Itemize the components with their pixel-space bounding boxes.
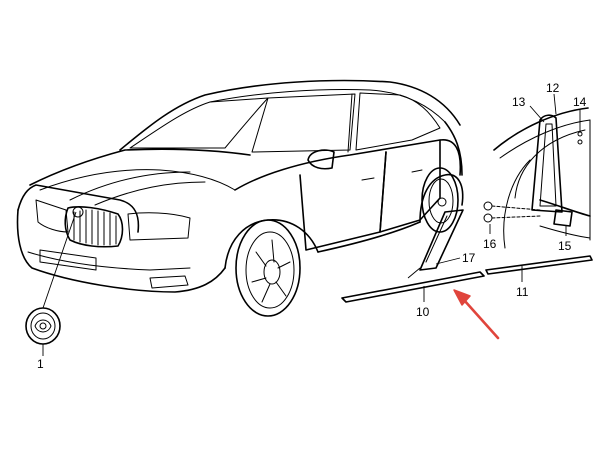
part-label-13: 13 <box>512 95 526 109</box>
car-drawing <box>16 79 464 317</box>
part-label-12: 12 <box>546 81 560 95</box>
part-label-10: 10 <box>416 305 430 319</box>
rear-pillar-inset <box>483 93 591 249</box>
part-label-15: 15 <box>558 239 572 253</box>
emblem-part <box>25 211 77 356</box>
part-label-16: 16 <box>483 237 497 251</box>
part-label-1: 1 <box>37 357 44 371</box>
pointer-arrow <box>453 289 500 340</box>
part-label-11: 11 <box>516 285 529 299</box>
sill-trim-parts <box>341 209 593 303</box>
part-label-17: 17 <box>462 251 476 265</box>
part-label-14: 14 <box>573 95 587 109</box>
